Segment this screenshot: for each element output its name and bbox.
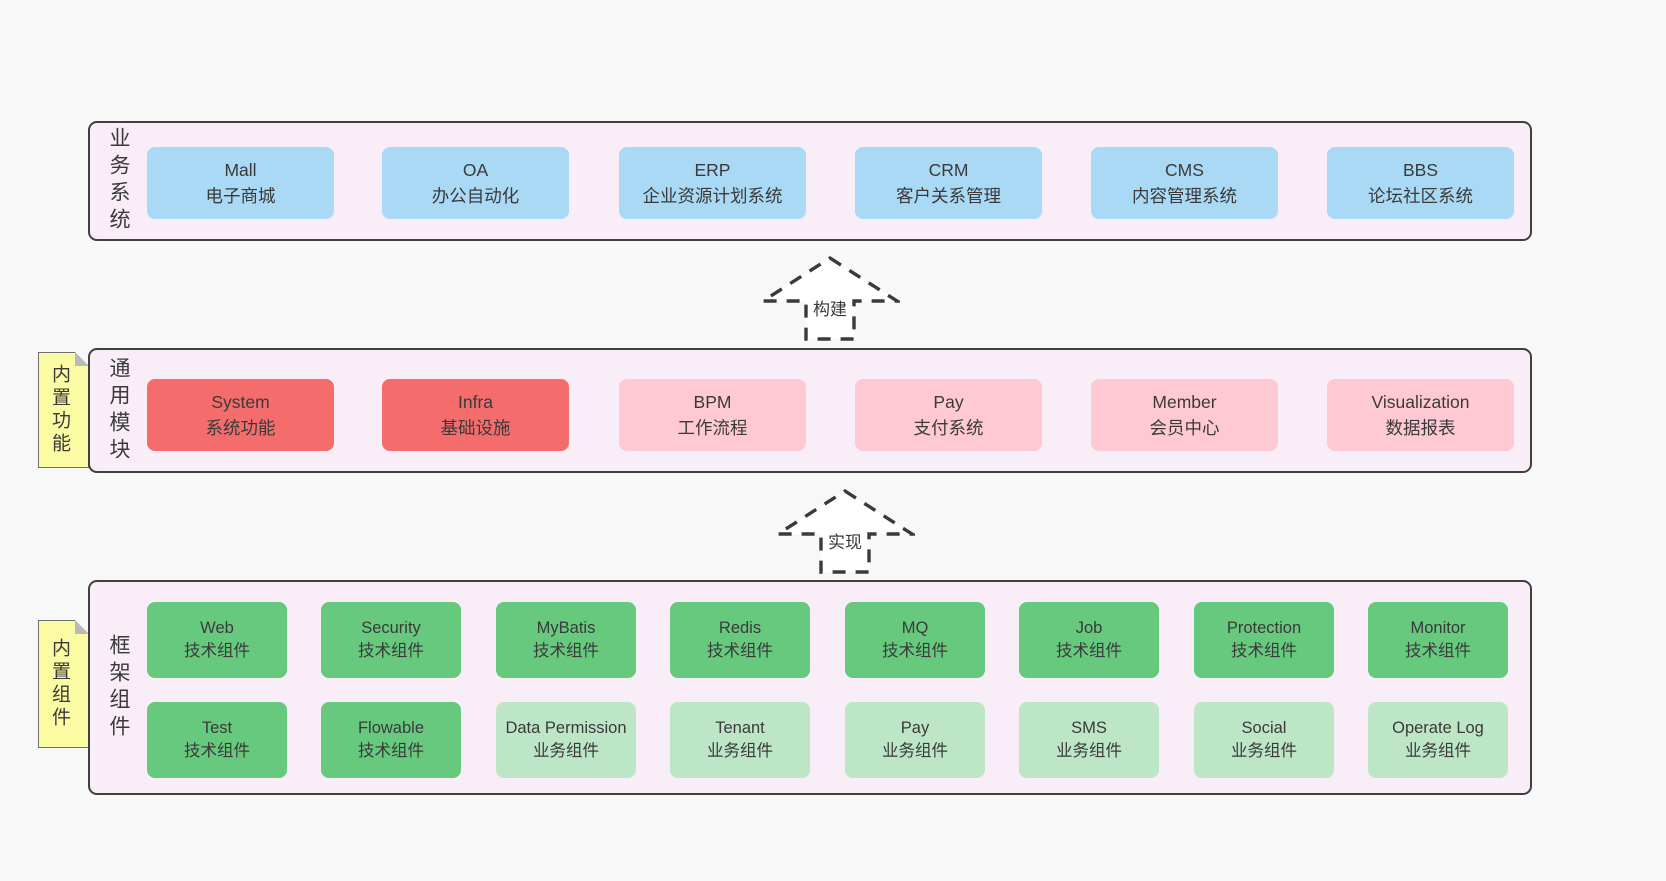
box-security: Security 技术组件 (321, 602, 461, 678)
box-subtitle: 客户关系管理 (896, 186, 1001, 206)
box-monitor: Monitor 技术组件 (1368, 602, 1508, 678)
box-subtitle: 办公自动化 (431, 186, 520, 206)
box-subtitle: 业务组件 (707, 742, 773, 760)
business-layer-container: 业务系统 Mall 电子商城 OA 办公自动化 ERP 企业资源计划系统 CRM… (88, 121, 1532, 241)
built-in-features-sticky: 内置功能 (38, 352, 89, 468)
box-title: Web (200, 619, 234, 638)
box-subtitle: 技术组件 (358, 642, 424, 660)
box-subtitle: 内容管理系统 (1132, 186, 1237, 206)
box-pay-module: Pay 支付系统 (855, 379, 1042, 451)
build-arrow: 构建 (760, 255, 900, 343)
box-title: MyBatis (536, 619, 596, 638)
built-in-components-sticky: 内置组件 (38, 620, 89, 748)
box-title: CRM (928, 159, 969, 180)
box-title: ERP (694, 159, 731, 180)
box-title: OA (462, 159, 489, 180)
box-data-permission: Data Permission 业务组件 (496, 702, 636, 778)
box-redis: Redis 技术组件 (670, 602, 810, 678)
box-subtitle: 业务组件 (882, 742, 948, 760)
box-title: Mall (224, 159, 257, 180)
box-title: Security (361, 619, 421, 638)
box-subtitle: 会员中心 (1149, 418, 1220, 438)
box-web: Web 技术组件 (147, 602, 287, 678)
box-visualization: Visualization 数据报表 (1327, 379, 1514, 451)
modules-layer-label: 通用模块 (107, 356, 130, 465)
box-title: Tenant (715, 719, 765, 738)
box-subtitle: 技术组件 (184, 642, 250, 660)
box-subtitle: 技术组件 (533, 642, 599, 660)
box-mybatis: MyBatis 技术组件 (496, 602, 636, 678)
box-member: Member 会员中心 (1091, 379, 1278, 451)
box-crm: CRM 客户关系管理 (855, 147, 1042, 219)
box-job: Job 技术组件 (1019, 602, 1159, 678)
components-layer-container: 框架组件 Web 技术组件 Security 技术组件 MyBatis 技术组件… (88, 580, 1532, 795)
box-system: System 系统功能 (147, 379, 334, 451)
box-subtitle: 基础设施 (440, 418, 511, 438)
box-oa: OA 办公自动化 (382, 147, 569, 219)
box-subtitle: 技术组件 (1405, 642, 1471, 660)
box-subtitle: 技术组件 (1231, 642, 1297, 660)
box-test: Test 技术组件 (147, 702, 287, 778)
box-bbs: BBS 论坛社区系统 (1327, 147, 1514, 219)
box-title: Visualization (1371, 391, 1470, 412)
implement-arrow: 实现 (775, 488, 915, 576)
business-layer-label: 业务系统 (107, 127, 130, 235)
box-title: BPM (693, 391, 732, 412)
built-in-features-label: 内置功能 (49, 364, 70, 456)
box-title: CMS (1165, 159, 1204, 180)
box-subtitle: 业务组件 (533, 742, 599, 760)
box-title: MQ (901, 619, 929, 638)
box-title: Infra (457, 391, 494, 412)
box-title: Pay (900, 719, 930, 738)
box-title: SMS (1071, 719, 1107, 738)
box-subtitle: 技术组件 (358, 742, 424, 760)
built-in-components-label: 内置组件 (49, 638, 70, 730)
box-cms: CMS 内容管理系统 (1091, 147, 1278, 219)
box-title: Data Permission (505, 719, 627, 738)
box-erp: ERP 企业资源计划系统 (619, 147, 806, 219)
box-title: Pay (933, 391, 964, 412)
box-subtitle: 系统功能 (205, 418, 276, 438)
box-protection: Protection 技术组件 (1194, 602, 1334, 678)
box-subtitle: 技术组件 (184, 742, 250, 760)
box-subtitle: 工作流程 (677, 418, 748, 438)
box-title: Monitor (1410, 619, 1466, 638)
box-pay-component: Pay 业务组件 (845, 702, 985, 778)
box-operate-log: Operate Log 业务组件 (1368, 702, 1508, 778)
box-mq: MQ 技术组件 (845, 602, 985, 678)
box-tenant: Tenant 业务组件 (670, 702, 810, 778)
modules-layer-container: 通用模块 System 系统功能 Infra 基础设施 BPM 工作流程 Pay… (88, 348, 1532, 473)
box-title: Member (1152, 391, 1217, 412)
box-title: Redis (718, 619, 762, 638)
box-subtitle: 支付系统 (913, 418, 984, 438)
box-subtitle: 企业资源计划系统 (642, 186, 783, 206)
box-sms: SMS 业务组件 (1019, 702, 1159, 778)
implement-arrow-label: 实现 (825, 528, 865, 553)
box-subtitle: 技术组件 (1056, 642, 1122, 660)
box-subtitle: 电子商城 (205, 186, 276, 206)
box-infra: Infra 基础设施 (382, 379, 569, 451)
box-title: Job (1075, 619, 1103, 638)
box-subtitle: 技术组件 (882, 642, 948, 660)
box-title: Social (1241, 719, 1287, 738)
box-title: BBS (1402, 159, 1439, 180)
box-title: Protection (1226, 619, 1302, 638)
box-subtitle: 业务组件 (1405, 742, 1471, 760)
box-title: System (211, 391, 270, 412)
box-flowable: Flowable 技术组件 (321, 702, 461, 778)
box-subtitle: 业务组件 (1231, 742, 1297, 760)
box-social: Social 业务组件 (1194, 702, 1334, 778)
components-layer-label: 框架组件 (107, 633, 130, 742)
box-title: Operate Log (1392, 719, 1484, 738)
box-title: Test (201, 719, 233, 738)
box-subtitle: 业务组件 (1056, 742, 1122, 760)
box-title: Flowable (357, 719, 425, 738)
build-arrow-label: 构建 (810, 295, 850, 320)
box-mall: Mall 电子商城 (147, 147, 334, 219)
box-subtitle: 数据报表 (1385, 418, 1456, 438)
box-subtitle: 技术组件 (707, 642, 773, 660)
box-bpm: BPM 工作流程 (619, 379, 806, 451)
box-subtitle: 论坛社区系统 (1368, 186, 1473, 206)
